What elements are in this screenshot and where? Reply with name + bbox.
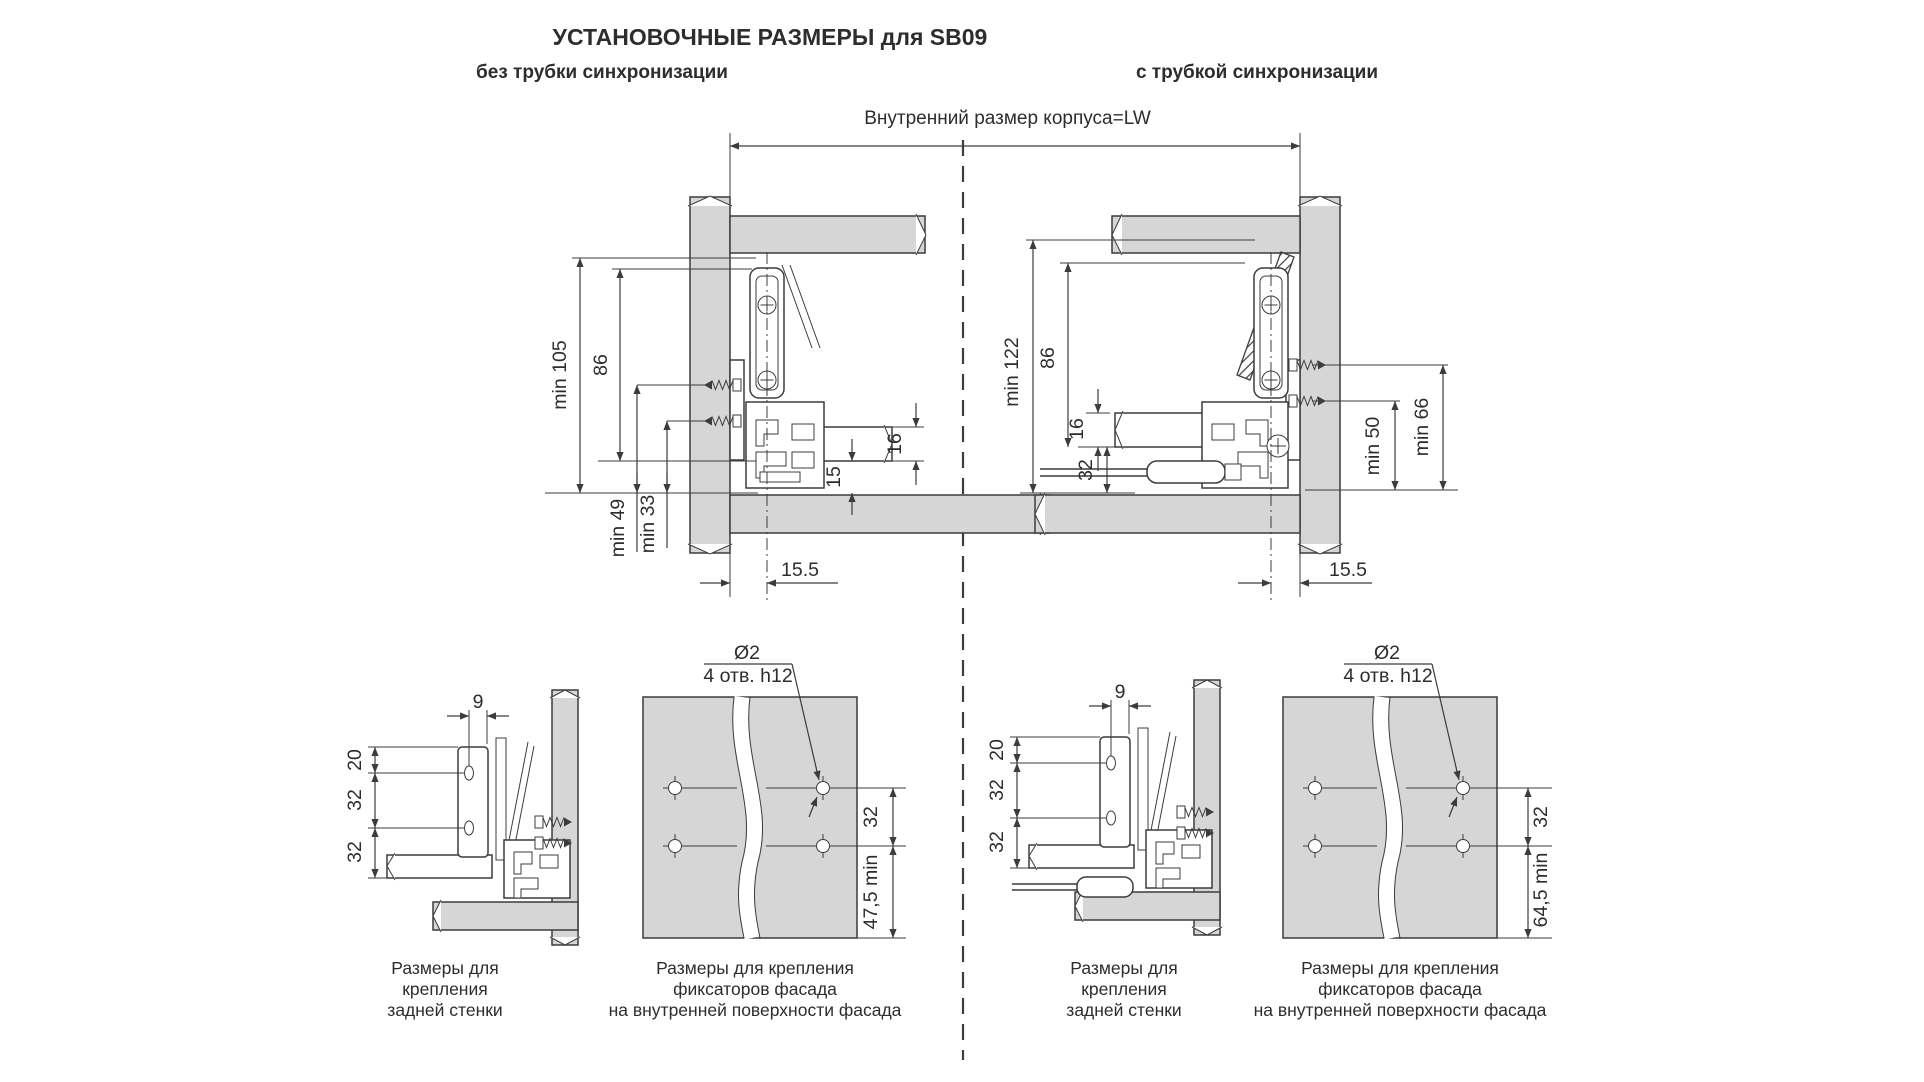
dim-label-min33: min 33 xyxy=(637,495,659,554)
dim-label-15: 15 xyxy=(823,466,845,488)
dim-label-min49: min 49 xyxy=(607,499,629,558)
caption-back-wall-with-sync: Размеры для крепления задней стенки xyxy=(1066,958,1182,1020)
dim-label-15-5: 15.5 xyxy=(1329,559,1367,581)
label-holes-note: 4 отв. h12 xyxy=(703,665,792,687)
back-wall-bracket xyxy=(457,746,489,858)
dimensions-no-sync xyxy=(545,133,1301,597)
dim-label-20: 20 xyxy=(986,739,1008,761)
label-holes-note: 4 отв. h12 xyxy=(1343,665,1432,687)
fixing-holes xyxy=(663,776,835,858)
dim-label-32: 32 xyxy=(986,831,1008,853)
dim-label-86: 86 xyxy=(1037,347,1059,369)
caption-back-wall-no-sync: Размеры для крепления задней стенки xyxy=(387,958,503,1020)
dim-label-min105: min 105 xyxy=(549,340,571,410)
caption-facade-with-sync: Размеры для крепления фиксаторов фасада … xyxy=(1253,958,1547,1020)
dim-label-min122: min 122 xyxy=(1001,337,1023,406)
drawing-side-section-no-sync: min 105 86 min 49 min 33 16 15 15.5 xyxy=(545,133,1301,600)
dim-label-64-5-min: 64,5 min xyxy=(1530,853,1552,928)
cabinet-bottom-panel xyxy=(729,494,1051,534)
bracket-slot-hole xyxy=(464,820,474,836)
cabinet-bottom-panel xyxy=(1034,494,1301,534)
sync-rod xyxy=(1040,460,1242,484)
cabinet-side-panel xyxy=(1299,196,1341,554)
dim-label-9: 9 xyxy=(473,691,484,713)
bracket-slot-hole xyxy=(464,765,474,781)
drawing-facade-holes-with-sync: Ø2 4 отв. h12 32 64,5 min xyxy=(1282,642,1552,940)
dim-label-16: 16 xyxy=(1066,418,1088,440)
dim-label-32: 32 xyxy=(344,841,366,863)
slide-mechanism xyxy=(495,737,573,899)
dim-label-20: 20 xyxy=(344,749,366,771)
dimensions-facade xyxy=(1471,787,1552,939)
drawing-back-wall-with-sync: 9 20 32 32 xyxy=(986,679,1223,936)
drawer-bottom-panel xyxy=(386,854,493,879)
cabinet-bottom-panel xyxy=(432,901,579,931)
hole-callout xyxy=(1344,663,1461,818)
drawer-bottom-panel xyxy=(1028,844,1135,869)
drawer-back-panel xyxy=(1111,215,1301,254)
drawing-facade-holes-no-sync: Ø2 4 отв. h12 32 47,5 min xyxy=(642,642,906,940)
bracket-slot-hole xyxy=(1106,755,1116,771)
drawer-back-panel xyxy=(729,215,926,254)
label-hole-diameter: Ø2 xyxy=(734,642,760,664)
subtitle-with-sync: с трубкой синхронизации xyxy=(1135,62,1379,83)
dim-label-32: 32 xyxy=(986,779,1008,801)
slide-mechanism-with-sync xyxy=(1012,727,1215,898)
subtitle-no-sync: без трубки синхронизации xyxy=(476,62,728,83)
sync-rod xyxy=(1012,876,1134,898)
cabinet-side-panel xyxy=(689,196,731,554)
dimensions-facade xyxy=(831,787,906,939)
dimensions-with-sync xyxy=(1020,239,1458,597)
dim-label-32: 32 xyxy=(344,789,366,811)
dim-label-32: 32 xyxy=(860,806,882,828)
bracket-slot-hole xyxy=(1106,810,1116,826)
dim-label-32: 32 xyxy=(1075,459,1097,481)
hole-callout xyxy=(704,663,821,818)
dim-label-min50: min 50 xyxy=(1362,417,1384,476)
dim-label-9: 9 xyxy=(1115,681,1126,703)
dim-label-15-5: 15.5 xyxy=(781,559,819,581)
drawing-back-wall-no-sync: 9 20 32 32 xyxy=(344,689,581,946)
dim-label-47-5-min: 47,5 min xyxy=(860,855,882,930)
dim-label-86: 86 xyxy=(590,354,612,376)
slide-mechanism-with-sync xyxy=(1040,251,1327,489)
lw-dimension-label: Внутренний размер корпуса=LW xyxy=(864,108,1151,129)
dim-label-16: 16 xyxy=(884,433,906,455)
dim-label-min66: min 66 xyxy=(1411,398,1433,457)
label-hole-diameter: Ø2 xyxy=(1374,642,1400,664)
drawing-side-section-with-sync: min 122 86 16 32 min 50 min 66 15.5 xyxy=(1001,195,1458,600)
dimensions-back-wall xyxy=(1010,700,1151,869)
back-wall-bracket xyxy=(1099,736,1131,848)
caption-facade-no-sync: Размеры для крепления фиксаторов фасада … xyxy=(608,958,902,1020)
dimensions-back-wall xyxy=(368,710,509,879)
page-title: УСТАНОВОЧНЫЕ РАЗМЕРЫ для SB09 xyxy=(552,24,988,50)
dim-label-32: 32 xyxy=(1530,806,1552,828)
fixing-holes xyxy=(1303,776,1475,858)
